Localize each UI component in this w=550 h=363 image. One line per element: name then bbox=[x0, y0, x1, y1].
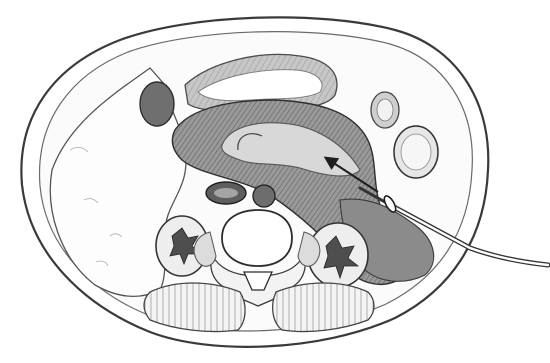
vertebral-body bbox=[222, 210, 292, 266]
colon-descending-lumen bbox=[377, 99, 393, 121]
gallbladder bbox=[140, 82, 174, 126]
spleen-inner bbox=[401, 134, 431, 170]
inferior-vena-cava-lumen bbox=[214, 188, 238, 198]
aorta bbox=[253, 185, 275, 207]
